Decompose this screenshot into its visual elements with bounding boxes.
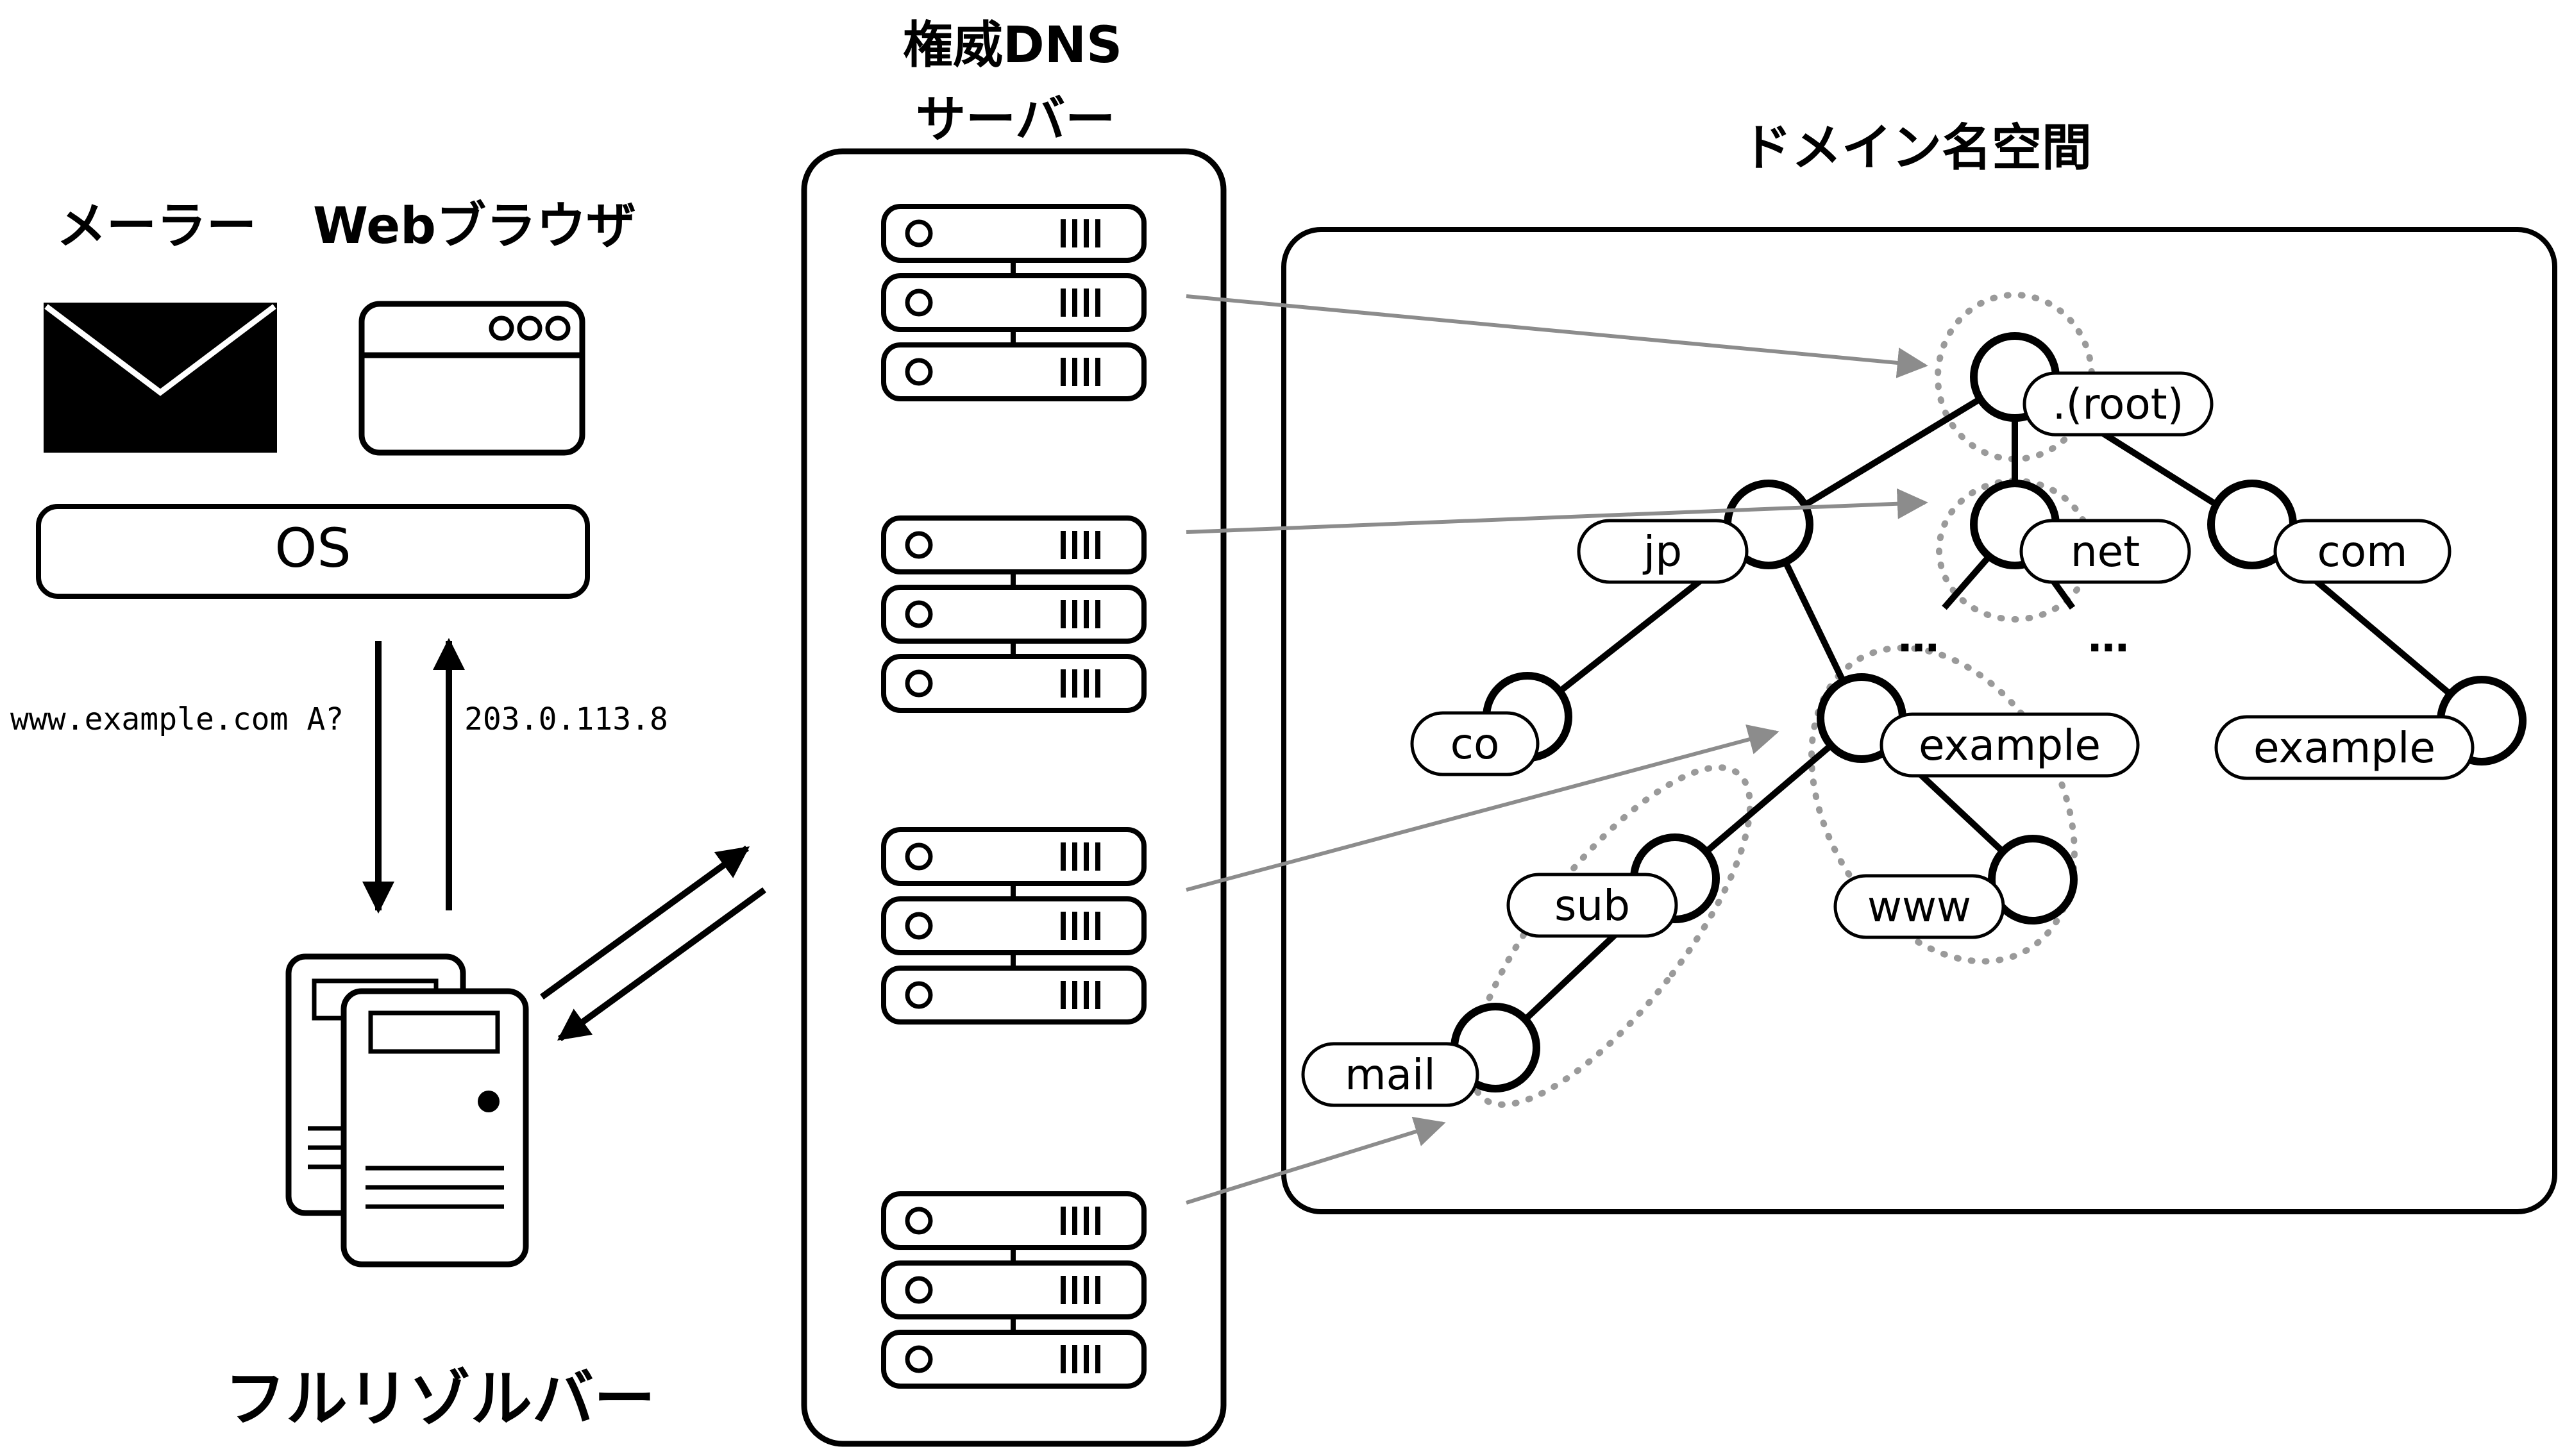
- node-label-pill: [1880, 712, 2140, 778]
- node-label-pill: [2019, 519, 2191, 584]
- ellipsis-right: …: [2088, 614, 2129, 662]
- auth-dns-title-line2: サーバー: [916, 91, 1116, 149]
- query-label: www.example.com A?: [10, 701, 344, 737]
- auth-server-group-4: [881, 1191, 1147, 1389]
- namespace-title: ドメイン名空間: [1742, 119, 2092, 177]
- server-unit: [881, 827, 1147, 886]
- server-unit: [881, 966, 1147, 1025]
- node-label-pill: [2023, 371, 2214, 437]
- server-unit: [881, 515, 1147, 574]
- node-label-co: co: [1451, 719, 1500, 769]
- node-label-example-jp: example: [1919, 721, 2101, 770]
- node-label-www: www: [1867, 882, 1971, 932]
- node-label-pill: [1410, 711, 1540, 776]
- full-resolver-label: フルリゾルバー: [224, 1363, 655, 1435]
- node-label-pill: [1506, 873, 1678, 938]
- example-server-pointer: [1186, 724, 1779, 892]
- mail-icon: [44, 303, 277, 453]
- server-unit: [881, 585, 1147, 644]
- root-server-pointer: [1186, 294, 1928, 378]
- auth-server-racks: [881, 204, 1147, 1389]
- auth-server-group-1: [881, 204, 1147, 401]
- server-unit: [881, 1330, 1147, 1389]
- node-label-example-com: example: [2253, 723, 2435, 773]
- node-label-pill: [1301, 1042, 1479, 1107]
- node-label-com: com: [2317, 527, 2408, 576]
- node-label-jp: jp: [1642, 527, 1682, 576]
- server-unit: [881, 1260, 1147, 1319]
- node-label-pill: [2214, 715, 2475, 780]
- node-label-pill: [1577, 519, 1749, 584]
- full-resolver-icon: [285, 953, 529, 1268]
- node-label-pill: [2273, 519, 2451, 584]
- server-unit: [881, 1191, 1147, 1250]
- tree-node-net: net: [1970, 480, 2191, 584]
- tree-node-example-com: example: [2214, 676, 2527, 780]
- sub-server-pointer: [1186, 1116, 1446, 1205]
- net-server-pointer: [1186, 488, 1928, 534]
- tree-node-mail: mail: [1301, 1003, 1540, 1107]
- node-label-mail: mail: [1345, 1050, 1435, 1100]
- auth-server-group-3: [881, 827, 1147, 1025]
- ellipsis-left: …: [1898, 614, 1939, 662]
- auth-to-resolver-arrow: [557, 887, 766, 1042]
- tree-node-co: co: [1410, 672, 1572, 776]
- server-unit: [881, 654, 1147, 713]
- server-unit: [881, 896, 1147, 955]
- answer-label: 203.0.113.8: [464, 701, 668, 737]
- domain-tree: .(root) jp net com co example example sub www mai…: [1301, 332, 2527, 1107]
- tree-node-com: com: [2207, 480, 2451, 584]
- node-label-pill: [1833, 874, 2005, 939]
- resolver-to-auth-arrow: [540, 845, 750, 1000]
- os-box: OS: [36, 504, 590, 599]
- browser-label: Webブラウザ: [313, 197, 636, 255]
- mailer-label: メーラー: [56, 197, 257, 255]
- tree-node-example-jp: example: [1817, 673, 2140, 778]
- tree-node-jp: jp: [1577, 480, 1813, 584]
- os-label: OS: [274, 517, 351, 580]
- tree-node-www: www: [1833, 835, 2078, 939]
- tree-node-root: .(root): [1970, 332, 2214, 437]
- node-label-sub: sub: [1554, 881, 1630, 930]
- browser-window-icon: [358, 301, 585, 456]
- auth-dns-panel: [801, 148, 1227, 1447]
- tree-node-sub: sub: [1506, 833, 1720, 938]
- node-label-root: .(root): [2053, 380, 2184, 429]
- auth-server-group-2: [881, 515, 1147, 713]
- server-unit: [881, 204, 1147, 263]
- server-unit: [881, 273, 1147, 332]
- auth-dns-title-line1: 権威DNS: [903, 17, 1123, 74]
- zone-pointer-arrows: [1186, 294, 1928, 1205]
- server-unit: [881, 342, 1147, 401]
- node-label-net: net: [2071, 527, 2140, 576]
